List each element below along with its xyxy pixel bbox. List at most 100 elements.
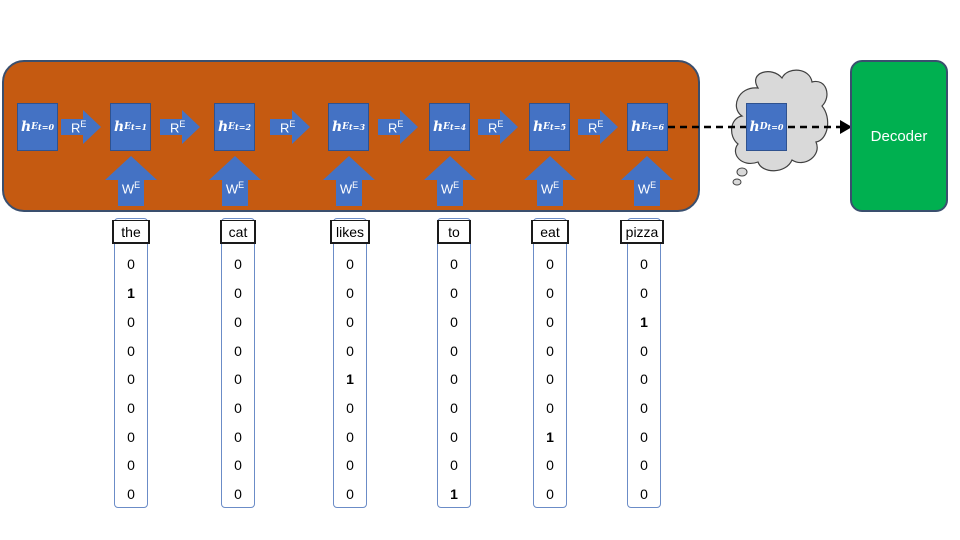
recurrent-label-2: RE: [170, 119, 186, 136]
one-hot-cell: 0: [346, 486, 354, 502]
one-hot-cell: 0: [546, 314, 554, 330]
word-label-eat: eat: [531, 220, 569, 244]
one-hot-cell: 0: [450, 256, 458, 272]
one-hot-cell: 0: [450, 343, 458, 359]
one-hot-cell: 0: [640, 285, 648, 301]
one-hot-cell: 0: [450, 457, 458, 473]
one-hot-cell: 0: [127, 371, 135, 387]
embedding-label-1: WE: [121, 180, 141, 197]
one-hot-cell: 0: [546, 371, 554, 387]
one-hot-cell: 0: [640, 343, 648, 359]
one-hot-column-eat: [533, 218, 567, 508]
decoder-label: Decoder: [870, 127, 928, 145]
one-hot-cell: 0: [346, 400, 354, 416]
one-hot-cell: 0: [127, 314, 135, 330]
recurrent-label-5: RE: [488, 119, 504, 136]
one-hot-cell: 0: [234, 457, 242, 473]
one-hot-cell: 1: [127, 285, 135, 301]
recurrent-arrow-1: [61, 110, 101, 144]
recurrent-label-1: RE: [71, 119, 87, 136]
one-hot-cell: 0: [450, 400, 458, 416]
recurrent-arrow-5: [478, 110, 518, 144]
one-hot-cell: 0: [234, 256, 242, 272]
one-hot-cell: 0: [450, 371, 458, 387]
embedding-label-6: WE: [637, 180, 657, 197]
recurrent-arrow-6: [578, 110, 618, 144]
one-hot-cell: 0: [450, 429, 458, 445]
one-hot-cell: 1: [346, 371, 354, 387]
one-hot-cell: 0: [127, 256, 135, 272]
word-label-pizza: pizza: [620, 220, 664, 244]
one-hot-cell: 0: [127, 343, 135, 359]
recurrent-label-3: RE: [280, 119, 296, 136]
one-hot-cell: 0: [346, 429, 354, 445]
one-hot-cell: 0: [346, 343, 354, 359]
embedding-label-2: WE: [225, 180, 245, 197]
one-hot-column-pizza: [627, 218, 661, 508]
recurrent-label-4: RE: [388, 119, 404, 136]
one-hot-column-cat: [221, 218, 255, 508]
one-hot-cell: 0: [127, 486, 135, 502]
recurrent-arrow-2: [160, 110, 200, 144]
one-hot-cell: 0: [234, 371, 242, 387]
one-hot-cell: 0: [234, 429, 242, 445]
recurrent-arrow-3: [270, 110, 310, 144]
one-hot-cell: 0: [346, 285, 354, 301]
word-label-the: the: [112, 220, 150, 244]
word-label-likes: likes: [330, 220, 370, 244]
one-hot-cell: 0: [234, 400, 242, 416]
one-hot-cell: 0: [127, 457, 135, 473]
one-hot-cell: 1: [450, 486, 458, 502]
one-hot-cell: 0: [234, 486, 242, 502]
embedding-arrow-3: [323, 156, 375, 206]
one-hot-column-to: [437, 218, 471, 508]
one-hot-cell: 1: [546, 429, 554, 445]
one-hot-cell: 0: [234, 285, 242, 301]
one-hot-cell: 0: [546, 285, 554, 301]
one-hot-cell: 0: [546, 343, 554, 359]
one-hot-cell: 0: [640, 486, 648, 502]
one-hot-cell: 0: [127, 400, 135, 416]
embedding-arrow-6: [621, 156, 673, 206]
one-hot-cell: 0: [640, 400, 648, 416]
decoder-box: Decoder: [850, 60, 948, 212]
one-hot-cell: 0: [546, 400, 554, 416]
one-hot-cell: 0: [546, 457, 554, 473]
one-hot-column-likes: [333, 218, 367, 508]
one-hot-cell: 0: [234, 343, 242, 359]
embedding-arrow-4: [424, 156, 476, 206]
one-hot-cell: 0: [546, 486, 554, 502]
one-hot-cell: 0: [546, 256, 554, 272]
embedding-label-4: WE: [440, 180, 460, 197]
one-hot-cell: 1: [640, 314, 648, 330]
one-hot-cell: 0: [346, 314, 354, 330]
one-hot-cell: 0: [346, 256, 354, 272]
one-hot-cell: 0: [450, 285, 458, 301]
recurrent-label-6: RE: [588, 119, 604, 136]
word-label-to: to: [437, 220, 471, 244]
one-hot-cell: 0: [450, 314, 458, 330]
one-hot-cell: 0: [127, 429, 135, 445]
one-hot-cell: 0: [640, 256, 648, 272]
one-hot-cell: 0: [640, 429, 648, 445]
word-label-cat: cat: [220, 220, 256, 244]
one-hot-column-the: [114, 218, 148, 508]
embedding-arrow-1: [105, 156, 157, 206]
one-hot-cell: 0: [234, 314, 242, 330]
embedding-arrow-5: [524, 156, 576, 206]
one-hot-cell: 0: [346, 457, 354, 473]
embedding-label-5: WE: [540, 180, 560, 197]
one-hot-cell: 0: [640, 457, 648, 473]
one-hot-cell: 0: [640, 371, 648, 387]
embedding-arrow-2: [209, 156, 261, 206]
recurrent-arrow-4: [378, 110, 418, 144]
